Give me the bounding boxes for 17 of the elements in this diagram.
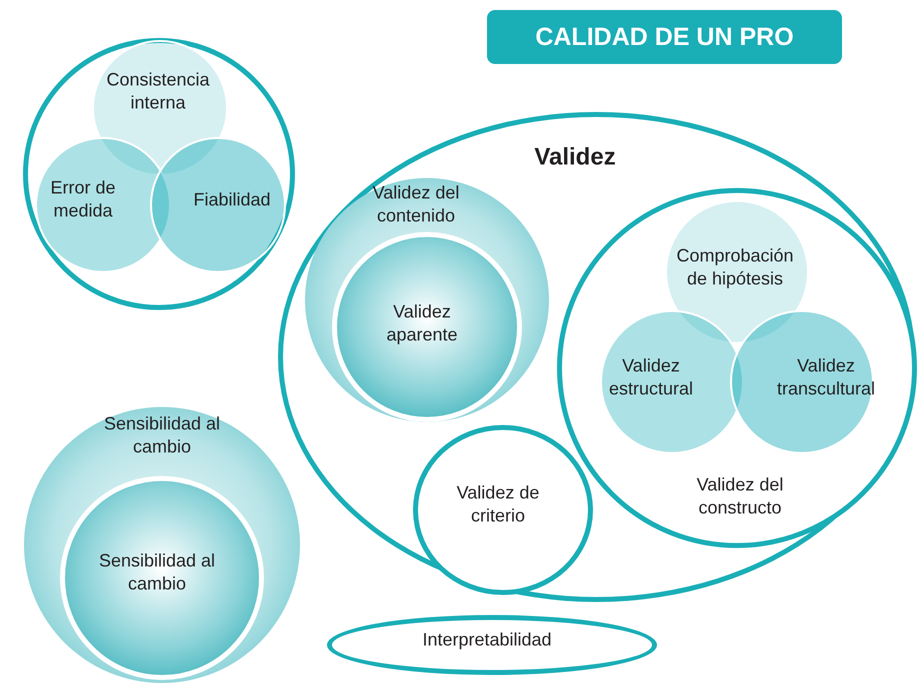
circle-label: Comprobación de hipótesis: [675, 244, 795, 291]
circle-label: Consistencia interna: [105, 68, 211, 115]
title-banner: CALIDAD DE UN PRO: [487, 10, 842, 64]
ellipse-outline: [278, 112, 915, 602]
circle-label: Validez del contenido: [372, 182, 460, 228]
circle-outline: [23, 38, 295, 310]
group-heading: Validez: [533, 142, 617, 172]
circle-label: Validez aparente: [385, 300, 459, 347]
circle-label: Sensibilidad al cambio: [102, 412, 222, 459]
circle-label: Interpretabilidad: [421, 628, 553, 652]
circle-label: Validez estructural: [608, 354, 694, 401]
circle-label: Error de medida: [49, 176, 117, 223]
circle-label: Fiabilidad: [192, 188, 272, 212]
circle-label: Validez del constructo: [696, 474, 784, 520]
circle-label: Validez transcultural: [776, 354, 876, 401]
circle-label: Sensibilidad al cambio: [98, 550, 216, 596]
circle-label: Validez de criterio: [456, 482, 540, 528]
